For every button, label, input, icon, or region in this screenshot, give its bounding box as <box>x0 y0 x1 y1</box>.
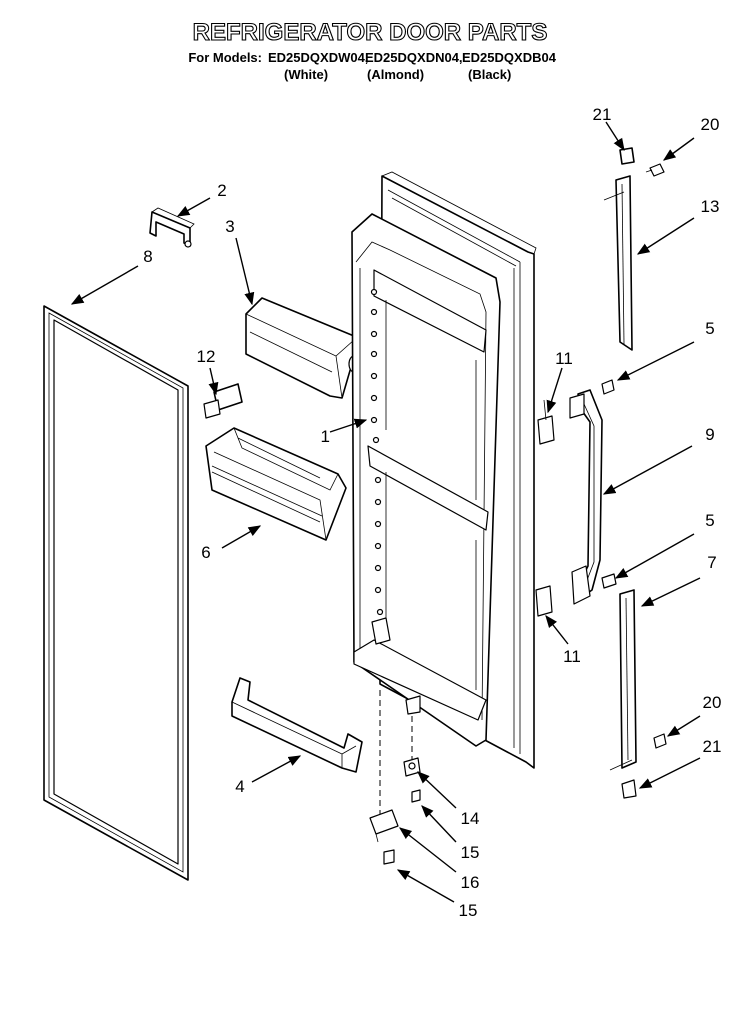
callout-4: 4 <box>235 777 244 796</box>
handle-clip-upper <box>537 399 555 445</box>
callout-labels: 1 2 3 4 5 5 6 7 8 9 11 11 12 13 14 15 15… <box>143 105 721 920</box>
callout-2: 2 <box>217 181 226 200</box>
leader-7 <box>640 577 701 607</box>
lower-cap-part <box>621 779 637 799</box>
callout-16: 16 <box>461 873 480 892</box>
leader-9 <box>602 445 693 495</box>
leader-2 <box>176 197 211 217</box>
callout-14: 14 <box>461 809 480 828</box>
leader-5-top <box>616 341 695 381</box>
shelf-rail-holes <box>370 288 384 616</box>
leader-4 <box>251 755 302 783</box>
callout-13: 13 <box>701 197 720 216</box>
callout-11-top: 11 <box>555 349 573 368</box>
leader-14 <box>417 771 457 809</box>
callout-15-lower: 15 <box>459 901 478 920</box>
callout-5-bottom: 5 <box>705 511 714 530</box>
leader-15-lower <box>396 869 455 903</box>
leader-12 <box>208 367 219 396</box>
upper-screw-part <box>645 163 665 177</box>
callout-21-bottom: 21 <box>703 737 722 756</box>
leader-20-bottom <box>666 715 701 737</box>
upper-cap-part <box>619 147 635 165</box>
models-prefix: For Models: <box>188 50 262 65</box>
bottom-hinge-part <box>369 809 399 843</box>
top-cap-part <box>149 207 195 248</box>
leader-lines <box>70 121 701 903</box>
color-white: (White) <box>284 67 328 82</box>
lower-bin-part <box>231 677 363 773</box>
leader-21-bottom <box>638 757 701 789</box>
callout-6: 6 <box>201 543 210 562</box>
leader-8 <box>70 265 139 305</box>
leader-1 <box>329 418 368 433</box>
callout-12: 12 <box>197 347 216 366</box>
color-almond: (Almond) <box>367 67 424 82</box>
callout-11-bottom: 11 <box>563 647 581 666</box>
model-number-almond: ED25DQXDN04, <box>365 50 463 65</box>
leader-15-upper <box>421 805 457 843</box>
callout-1: 1 <box>321 427 330 446</box>
callout-3: 3 <box>225 217 234 236</box>
leader-21-top <box>605 121 625 152</box>
door-bin-part <box>205 427 347 541</box>
model-number-white: ED25DQXDW04, <box>268 50 368 65</box>
callout-9: 9 <box>705 425 714 444</box>
leader-5-bottom <box>614 533 695 579</box>
hinge-bushing-part <box>403 757 421 777</box>
callout-5-top: 5 <box>705 319 714 338</box>
leader-13 <box>636 217 695 255</box>
clip-part <box>203 383 243 419</box>
color-black: (Black) <box>468 67 511 82</box>
handle-screw-upper <box>601 379 615 395</box>
hinge-screw-upper <box>411 789 421 803</box>
handle-clip-lower <box>535 585 553 617</box>
diagram-title: REFRIGERATOR DOOR PARTS <box>193 19 548 46</box>
leader-3 <box>235 237 255 306</box>
leader-11-bottom <box>545 615 569 645</box>
upper-trim-part <box>603 175 633 351</box>
leader-6 <box>221 525 262 549</box>
callout-21-top: 21 <box>593 105 612 124</box>
lower-screw-part <box>653 733 667 749</box>
handle-screw-lower <box>601 573 617 589</box>
leader-16 <box>399 827 457 873</box>
callout-8: 8 <box>143 247 152 266</box>
leader-20-top <box>662 137 695 161</box>
callout-7: 7 <box>707 553 716 572</box>
model-number-black: ED25DQXDB04 <box>462 50 557 65</box>
dairy-compartment-part <box>245 297 360 399</box>
lower-trim-part <box>609 589 637 771</box>
hinge-screw-lower <box>383 849 395 865</box>
leader-11-top <box>546 367 563 414</box>
door-gasket-part <box>43 305 189 881</box>
callout-20-bottom: 20 <box>703 693 722 712</box>
callout-15-upper: 15 <box>461 843 480 862</box>
callout-20-top: 20 <box>701 115 720 134</box>
door-handle-part <box>569 389 603 605</box>
door-assembly-part <box>351 171 537 769</box>
